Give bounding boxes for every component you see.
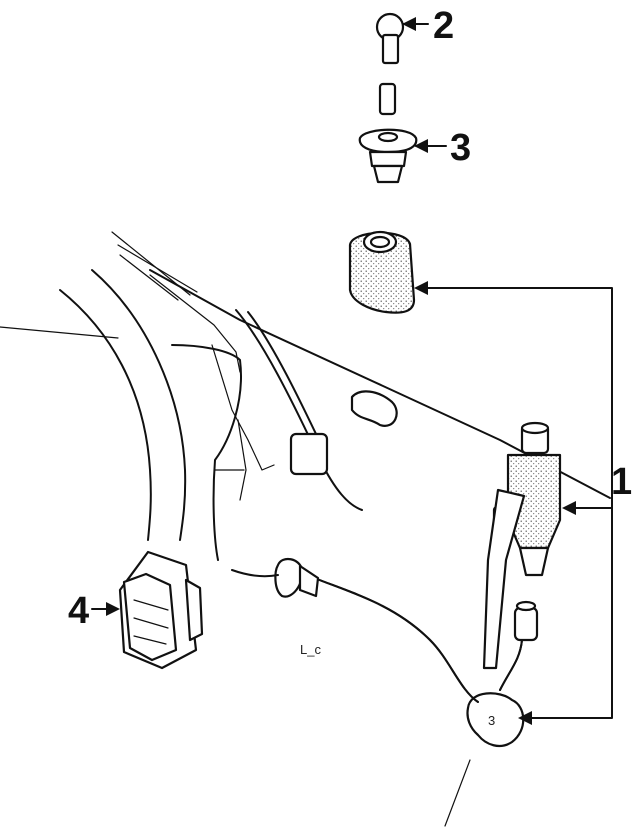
bulb-socket-tube	[378, 82, 397, 116]
callout-1: 1	[611, 461, 632, 503]
socket-part	[358, 128, 418, 184]
body-oval-opening	[350, 390, 398, 427]
lamp-assembly: 3	[231, 421, 562, 827]
callout-2: 2	[433, 5, 454, 47]
callout-4: 4	[68, 590, 89, 632]
license-lamp-part	[118, 550, 204, 670]
leader-lines	[91, 17, 613, 725]
fuel-door	[289, 432, 329, 476]
faint-label: L_c	[300, 642, 321, 657]
callout-3: 3	[450, 127, 471, 169]
vehicle-body-outline	[0, 231, 611, 561]
mount-mark: 3	[488, 713, 495, 728]
lens-cover	[348, 230, 416, 314]
bulb-part	[375, 12, 405, 116]
